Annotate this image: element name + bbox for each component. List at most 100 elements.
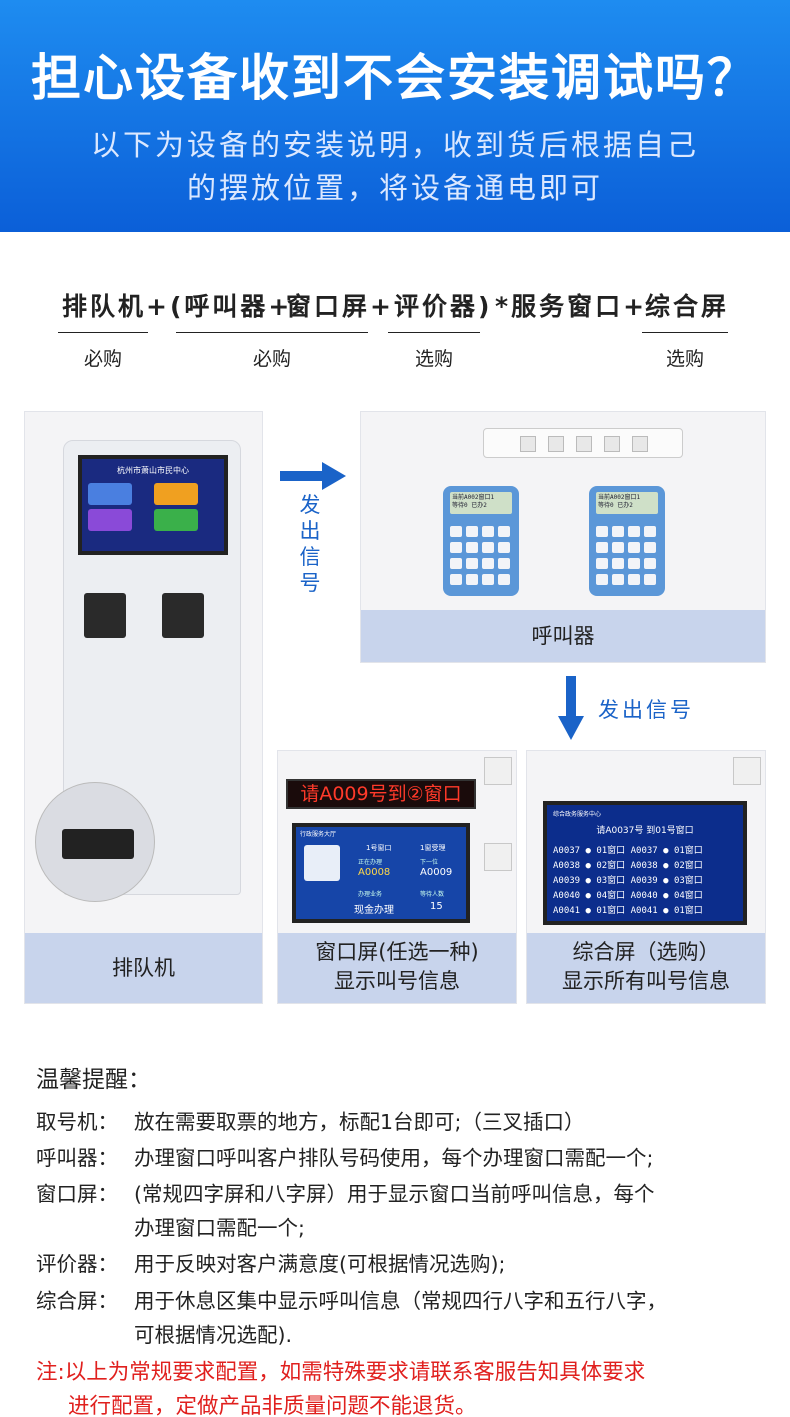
formula-integrated-screen: 综合屏	[645, 292, 730, 321]
caller-key	[644, 558, 656, 569]
caller-key	[498, 542, 510, 553]
formula-caller: (呼叫器+	[170, 292, 293, 321]
warning-line-2: 进行配置，定做产品非质量问题不能退货。	[68, 1394, 477, 1417]
underline-caller-screen	[176, 332, 368, 333]
led-window-display: 请A009号到②窗口	[286, 779, 476, 809]
caller-key	[596, 526, 608, 537]
caller-device-right: 当前A002窗口1 等待0 已办2	[589, 486, 665, 596]
lcd-big-row: A0040 ● 04窗口 A0040 ● 04窗口	[553, 891, 703, 901]
strip-socket	[604, 436, 620, 452]
strip-socket	[632, 436, 648, 452]
tip-item-kiosk: 取号机：放在需要取票的地方，标配1台即可;（三叉插口）	[36, 1110, 585, 1134]
lcd-big-row: A0041 ● 01窗口 A0041 ● 01窗口	[553, 906, 703, 916]
lcd-big-headline: 请A0037号 到01号窗口	[596, 826, 694, 836]
tip-item-window-screen-cont: 办理窗口需配一个;	[134, 1216, 305, 1240]
formula-evaluator: 评价器)	[394, 292, 493, 321]
kiosk-tile	[88, 509, 132, 531]
id-card-reader	[162, 593, 204, 638]
panel-caller: 当前A002窗口1 等待0 已办2 当前A002窗口1 等待0 已办2	[360, 411, 766, 663]
caller-key	[628, 574, 640, 585]
arrow-right-icon	[280, 462, 346, 490]
wall-socket	[733, 757, 761, 785]
lcd-big-row: A0037 ● 01窗口 A0037 ● 01窗口	[553, 846, 703, 856]
caller-key	[498, 526, 510, 537]
lcd-next-number: A0009	[420, 867, 453, 878]
caller-key	[612, 574, 624, 585]
panel-window-screen: 请A009号到②窗口 行政服务大厅 1号窗口 1窗受理 正在办理 A0008 下…	[277, 750, 517, 1004]
caller-key	[466, 526, 478, 537]
caller-key	[644, 542, 656, 553]
power-socket-zoom	[35, 782, 155, 902]
caller-key	[466, 542, 478, 553]
header-banner: 担心设备收到不会安装调试吗？ 以下为设备的安装说明，收到货后根据自己 的摆放位置…	[0, 0, 790, 232]
caller-key	[482, 574, 494, 585]
lcd-business: 现金办理	[354, 905, 394, 916]
tips-title: 温馨提醒：	[36, 1067, 151, 1093]
caller-key	[596, 574, 608, 585]
tag-required-kiosk: 必购	[83, 348, 122, 370]
lcd-wait-label: 等待人数	[420, 891, 445, 898]
formula-kiosk: 排队机+	[62, 292, 170, 321]
caption-kiosk: 排队机	[25, 933, 262, 1003]
lcd-window-display: 行政服务大厅 1号窗口 1窗受理 正在办理 A0008 下一位 A0009 办理…	[292, 823, 470, 923]
kiosk-tile	[154, 509, 198, 531]
caller-key	[482, 526, 494, 537]
strip-socket	[520, 436, 536, 452]
caller-key	[450, 574, 462, 585]
caption-integrated-screen: 综合屏（选购） 显示所有叫号信息	[527, 933, 765, 1003]
strip-socket	[576, 436, 592, 452]
caller-key	[466, 558, 478, 569]
caller-key	[596, 542, 608, 553]
kiosk-screen-title: 杭州市萧山市民中心	[117, 466, 189, 475]
power-strip	[483, 428, 683, 458]
panel-integrated-screen: 综合政务服务中心 请A0037号 到01号窗口 A0037 ● 01窗口 A00…	[526, 750, 766, 1004]
formula-service-window: *服务窗口+	[495, 292, 648, 321]
caller-key	[628, 542, 640, 553]
caller-key	[612, 526, 624, 537]
lcd-hall-title: 行政服务大厅	[300, 831, 337, 838]
lcd-window-no: 1号窗口	[366, 844, 392, 852]
caller-key	[482, 542, 494, 553]
caller-key	[450, 558, 462, 569]
tip-item-integrated-cont: 可根据情况选配).	[134, 1323, 293, 1347]
subtitle-line-2: 的摆放位置，将设备通电即可	[186, 171, 603, 205]
tag-required-caller: 必购	[252, 348, 291, 370]
formula-window-screen: 窗口屏+	[286, 292, 394, 321]
lcd-integrated-display: 综合政务服务中心 请A0037号 到01号窗口 A0037 ● 01窗口 A00…	[543, 801, 747, 925]
config-formula: 排队机+ (呼叫器+ 窗口屏+ 评价器) *服务窗口+ 综合屏	[0, 287, 790, 327]
panel-kiosk: 杭州市萧山市民中心 排队机	[24, 411, 263, 1004]
tip-item-window-screen: 窗口屏：(常规四字屏和八字屏）用于显示窗口当前呼叫信息，每个	[36, 1182, 655, 1206]
underline-integrated	[642, 332, 728, 333]
caller-lcd: 当前A002窗口1 等待0 已办2	[596, 492, 658, 514]
caller-key	[644, 526, 656, 537]
arrow-down-icon	[558, 676, 584, 740]
lcd-window-status: 1窗受理	[420, 844, 446, 852]
lcd-next-label: 下一位	[420, 859, 439, 866]
caller-lcd: 当前A002窗口1 等待0 已办2	[450, 492, 512, 514]
warning-line-1: 注:以上为常规要求配置，如需特殊要求请联系客服告知具体要求	[36, 1360, 646, 1385]
ticket-printer	[84, 593, 126, 638]
tag-optional-evaluator: 选购	[414, 348, 453, 370]
underline-evaluator	[388, 332, 480, 333]
power-switch-plate	[62, 829, 134, 859]
lcd-current-number: A0008	[358, 867, 391, 878]
caller-key	[482, 558, 494, 569]
caller-key	[466, 574, 478, 585]
lcd-big-row: A0038 ● 02窗口 A0038 ● 02窗口	[553, 861, 703, 871]
caller-device-left: 当前A002窗口1 等待0 已办2	[443, 486, 519, 596]
kiosk-touchscreen: 杭州市萧山市民中心	[78, 455, 228, 555]
lcd-wait-count: 15	[430, 901, 443, 912]
lcd-big-header: 综合政务服务中心	[553, 811, 602, 818]
strip-socket	[548, 436, 564, 452]
caller-key	[612, 542, 624, 553]
staff-avatar	[304, 845, 340, 881]
caller-key	[644, 574, 656, 585]
arrow-right-label: 发出信号	[299, 493, 321, 595]
arrow-down-label: 发出信号	[598, 698, 694, 722]
caller-key	[498, 574, 510, 585]
lcd-current-label: 正在办理	[358, 859, 383, 866]
page-title: 担心设备收到不会安装调试吗？	[31, 49, 759, 107]
caller-key	[612, 558, 624, 569]
tip-item-caller: 呼叫器：办理窗口呼叫客户排队号码使用，每个办理窗口需配一个;	[36, 1146, 654, 1170]
caption-caller: 呼叫器	[361, 610, 765, 662]
